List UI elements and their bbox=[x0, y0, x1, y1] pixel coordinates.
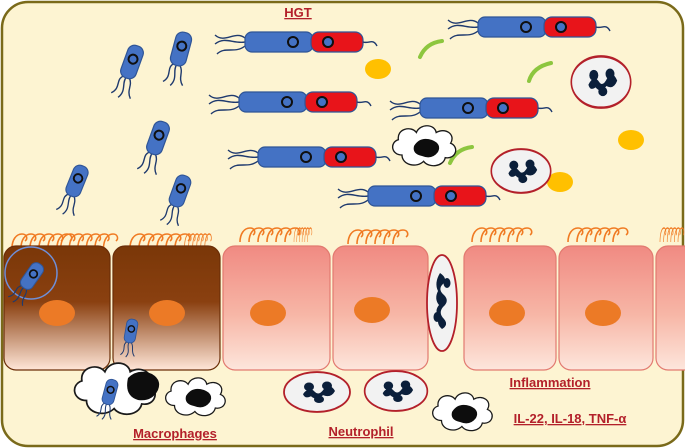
cell-nucleus bbox=[585, 300, 621, 326]
neutrophil-label: Neutrophil bbox=[329, 424, 394, 439]
intracellular-bacterium bbox=[4, 246, 58, 309]
cytokines-label: IL-22, IL-18, TNF-α bbox=[514, 411, 627, 426]
cell-nucleus bbox=[489, 300, 525, 326]
lumen-macrophage bbox=[391, 125, 457, 167]
cell-nucleus bbox=[39, 300, 75, 326]
cell-nucleus bbox=[250, 300, 286, 326]
yellow-particles bbox=[365, 59, 644, 192]
epithelium bbox=[3, 245, 685, 371]
epithelial-cell bbox=[655, 245, 685, 371]
green-rods bbox=[418, 39, 553, 165]
cell-nucleus bbox=[354, 297, 390, 323]
hgt-label: HGT bbox=[284, 5, 312, 20]
cell-nucleus bbox=[149, 300, 185, 326]
tissue-macrophages bbox=[73, 362, 493, 432]
inflammation-label: Inflammation bbox=[510, 375, 591, 390]
transmigrating-neutrophil bbox=[426, 254, 458, 352]
macrophages-label: Macrophages bbox=[133, 426, 217, 441]
